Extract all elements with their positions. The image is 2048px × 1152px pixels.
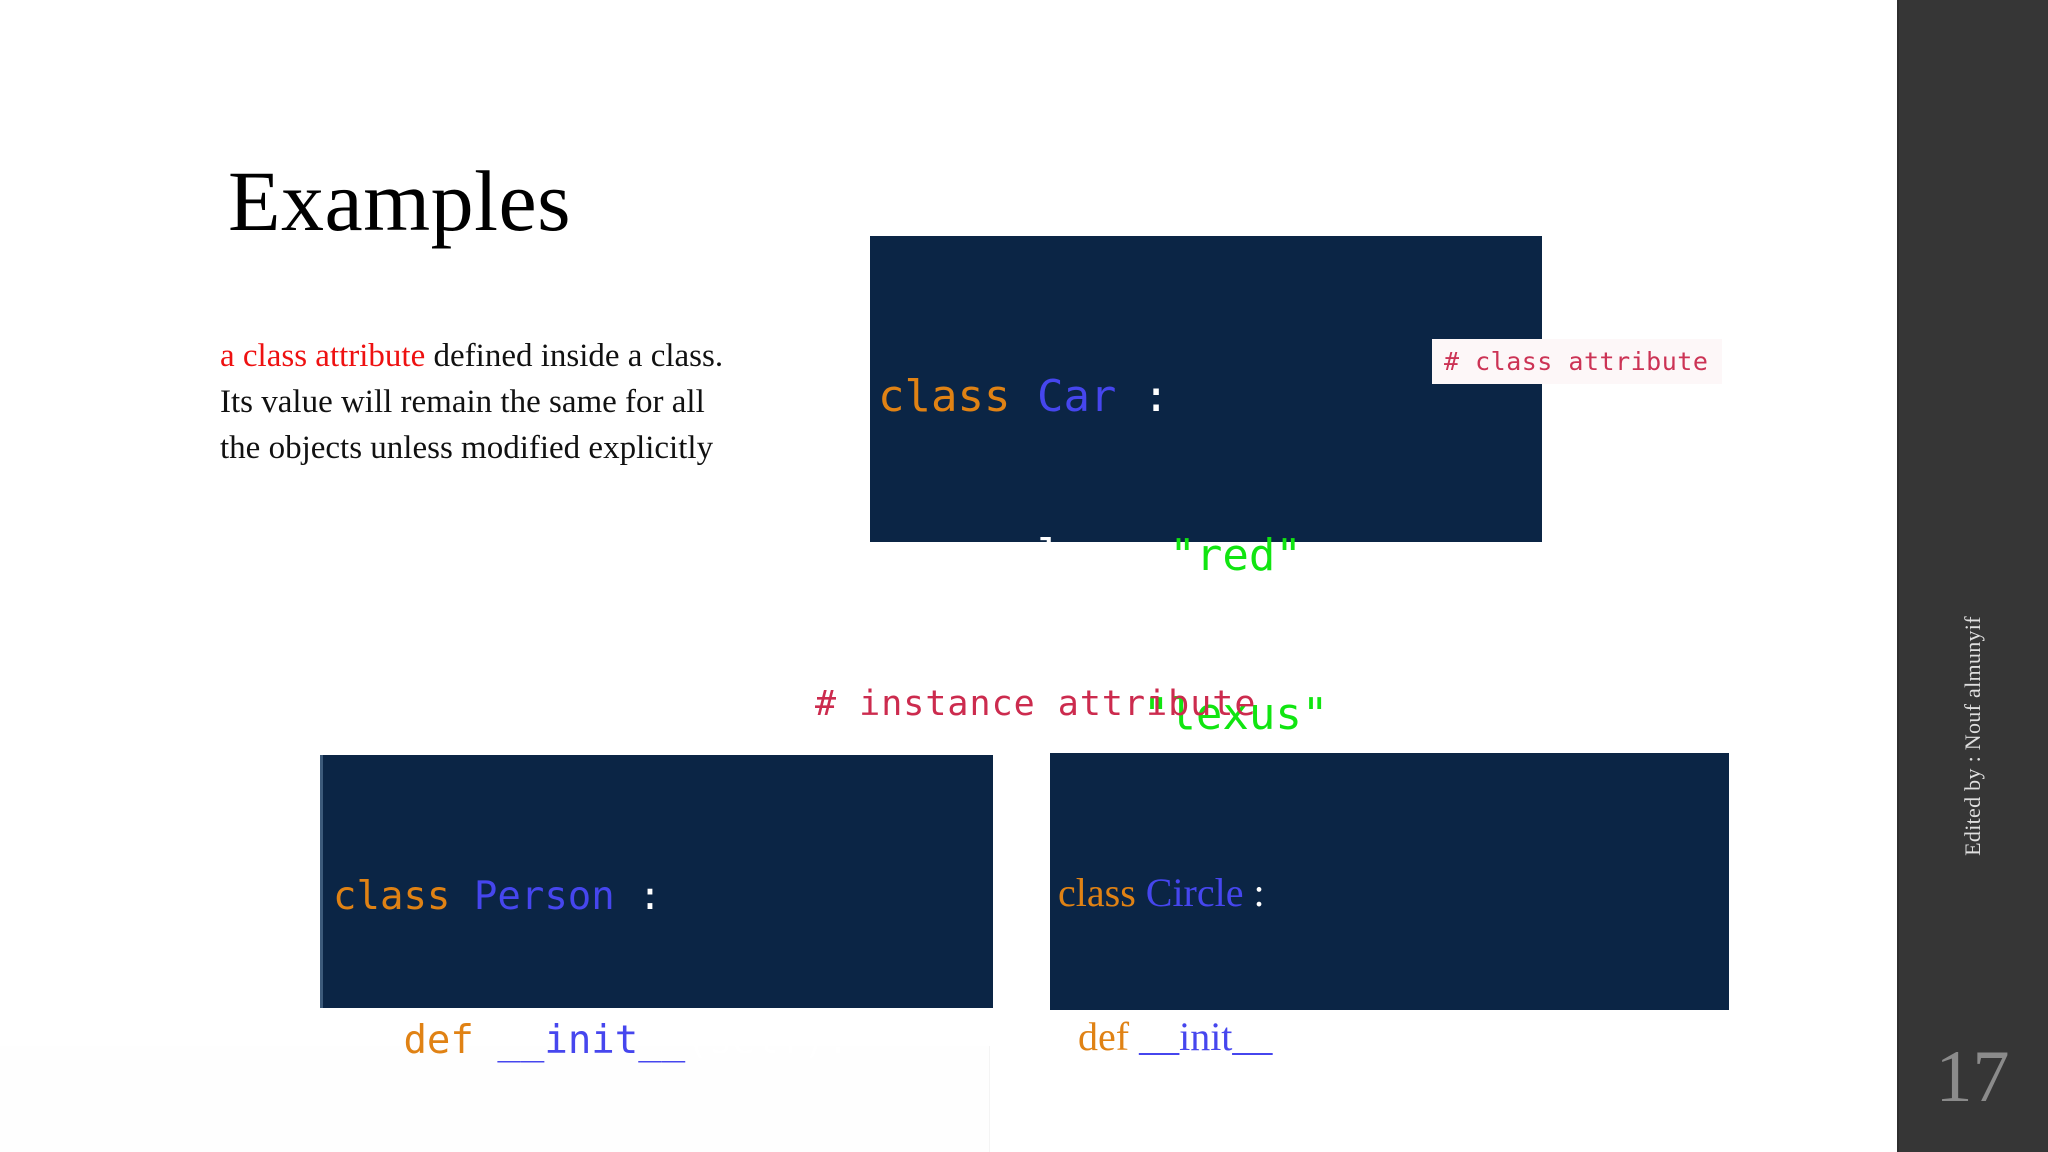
code-classname-car: Car (1036, 371, 1117, 422)
page-title: Examples (228, 153, 572, 249)
code-line-car-3: model="lexus" (870, 688, 1542, 741)
code-fn-init-circle: __init__ (1129, 1014, 1273, 1059)
body-rest-text: defined inside a class. Its value will r… (220, 338, 724, 467)
code-line-person-1: class Person : (323, 873, 993, 921)
code-keyword-class: class (878, 371, 1011, 422)
code-params-person: (self): (685, 1018, 850, 1063)
code-colon-car: : (1116, 371, 1170, 422)
code-indent (333, 1018, 403, 1063)
code-line-circle-2: def __init__ (self, r ): (1050, 1013, 1729, 1061)
code-keyword-class-circle: class (1058, 870, 1136, 915)
code-string-red: "red" (1169, 530, 1302, 581)
code-keyword-def-circle: def (1078, 1014, 1130, 1059)
code-colon-circle: : (1243, 870, 1265, 915)
code-string-lexus: "lexus" (1142, 689, 1329, 740)
code-colon-person: : (614, 874, 662, 919)
code-fn-init-person: __init__ (473, 1018, 686, 1063)
code-space (1136, 870, 1146, 915)
right-sidebar: Edited by : Nouf almunyif 17 (1897, 0, 2048, 1152)
slide-background-panel (0, 1046, 990, 1152)
code-classname-person: Person (473, 874, 615, 919)
body-highlight-text: a class attribute (220, 338, 426, 374)
code-line-car-2: color ="red" (870, 529, 1542, 582)
code-classname-circle: Circle (1145, 870, 1244, 915)
code-params-circle: (self, r ): (1272, 1014, 1422, 1059)
code-attr-color: color = (878, 530, 1170, 581)
code-line-person-2: def __init__(self): (323, 1017, 993, 1065)
code-space (1010, 371, 1037, 422)
page-number: 17 (1935, 1036, 2010, 1118)
code-indent (1058, 1014, 1078, 1059)
code-keyword-class-person: class (333, 874, 451, 919)
comment-class-attribute: # class attribute (1432, 339, 1723, 384)
sidebar-credit-text: Edited by : Nouf almunyif (1959, 616, 1985, 856)
body-paragraph: a class attribute defined inside a class… (220, 333, 725, 472)
code-line-car-1: class Car : (870, 370, 1542, 423)
code-block-circle: class Circle : def __init__ (self, r ): … (1050, 753, 1729, 1059)
code-space (450, 874, 473, 919)
code-keyword-def-person: def (403, 1018, 474, 1063)
code-attr-model: model= (878, 689, 1143, 740)
comment-instance-attribute: # instance attribute (815, 684, 1257, 724)
code-block-car: class Car : color ="red" model="lexus" p… (870, 236, 1542, 899)
code-line-circle-1: class Circle : (1050, 869, 1729, 917)
code-block-person: class Person : def __init__(self): self.… (320, 755, 993, 1063)
sidebar-divider (1897, 0, 1899, 1152)
